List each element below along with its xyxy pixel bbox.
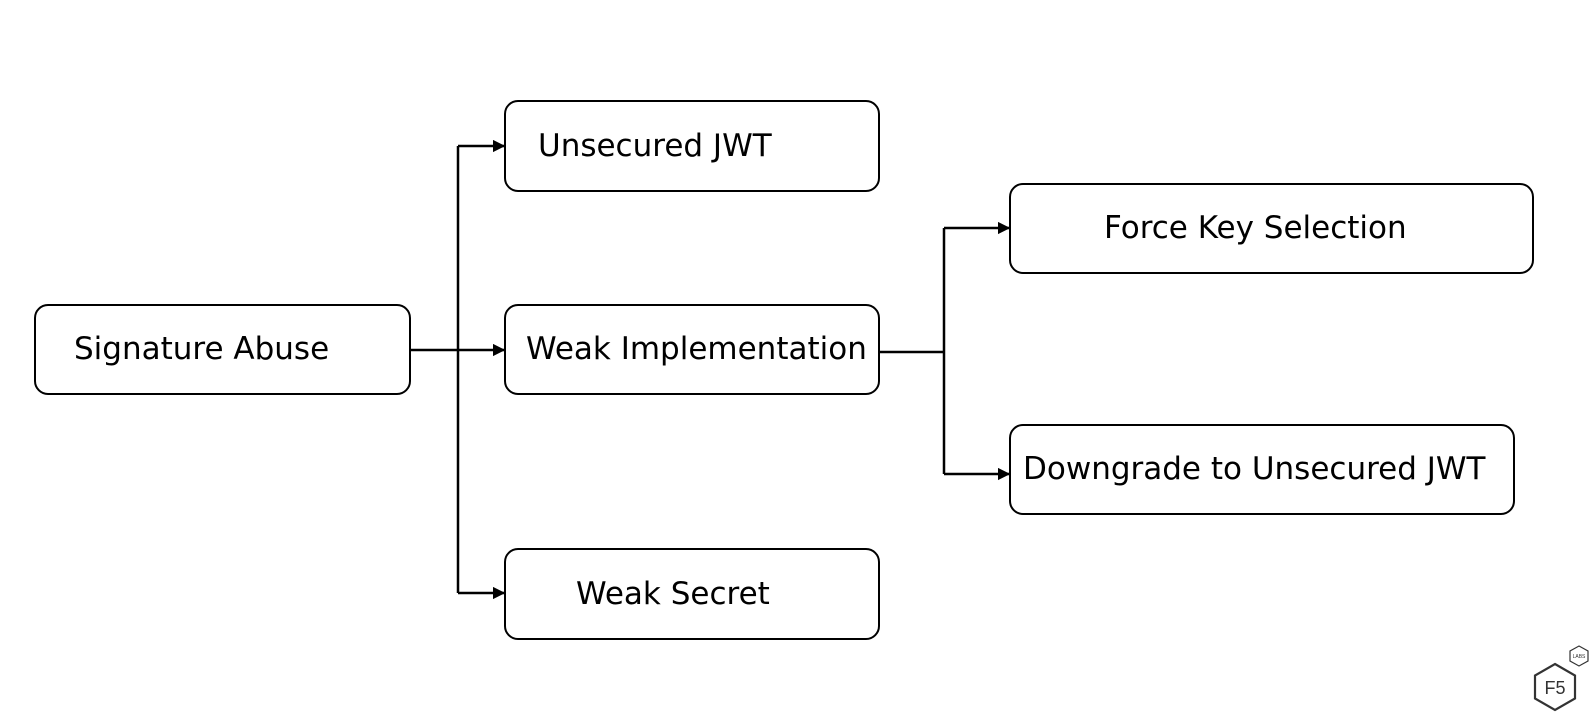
node-signature-abuse: Signature Abuse — [34, 304, 411, 395]
node-weak-implementation: Weak Implementation — [504, 304, 880, 395]
logo-main-text: F5 — [1544, 678, 1565, 698]
f5-labs-logo-icon: F5 LABS — [1533, 645, 1589, 712]
node-weak-secret-label: Weak Secret — [576, 575, 770, 612]
node-weak-secret: Weak Secret — [504, 548, 880, 640]
node-unsecured-jwt-label: Unsecured JWT — [538, 127, 772, 164]
node-signature-abuse-label: Signature Abuse — [74, 331, 330, 367]
node-force-key-selection-label: Force Key Selection — [1104, 210, 1407, 246]
logo-badge-text: LABS — [1573, 654, 1586, 660]
node-downgrade-unsecured-jwt: Downgrade to Unsecured JWT — [1009, 424, 1515, 515]
node-force-key-selection: Force Key Selection — [1009, 183, 1534, 274]
node-weak-implementation-label: Weak Implementation — [526, 331, 867, 367]
node-downgrade-unsecured-jwt-label: Downgrade to Unsecured JWT — [1023, 451, 1486, 487]
node-unsecured-jwt: Unsecured JWT — [504, 100, 880, 192]
